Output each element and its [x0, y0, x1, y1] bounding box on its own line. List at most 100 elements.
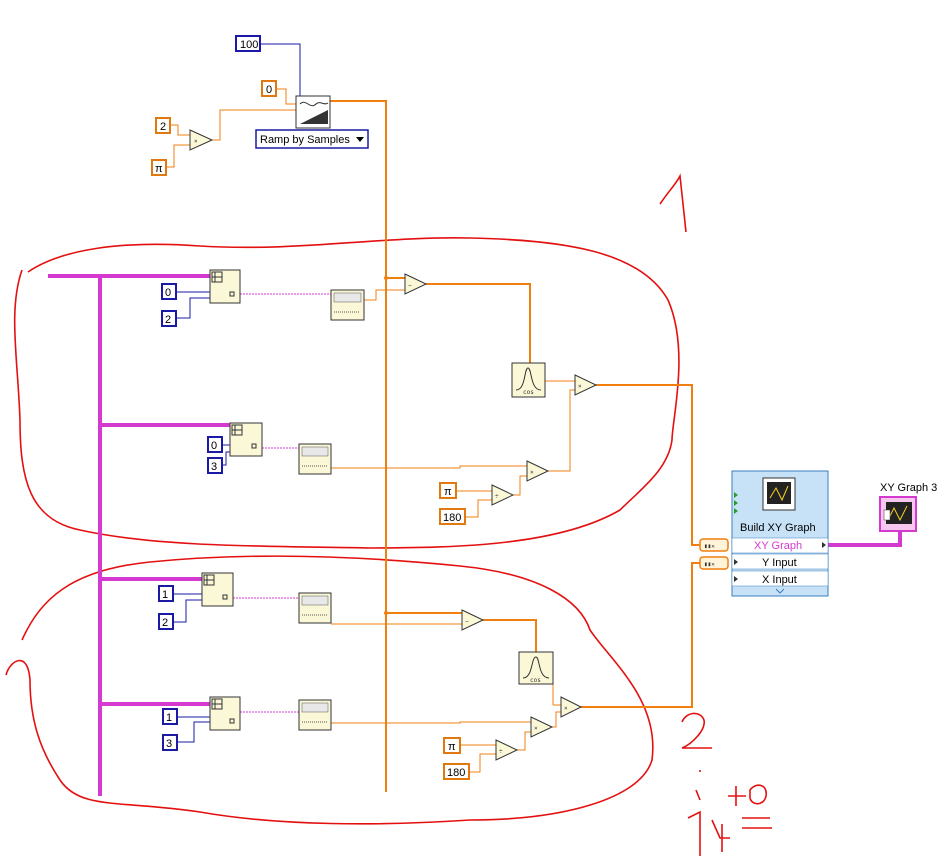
build-xy-graph-node[interactable]: Build XY Graph XY Graph Y Input X Input [731, 470, 829, 597]
indicator-label: XY Graph 3 [880, 482, 937, 494]
mult1-to-build [596, 384, 700, 546]
index-constant-2-row1[interactable]: 2 [161, 310, 177, 327]
pi-to-mult-top [166, 144, 190, 168]
expand-chevron-icon[interactable] [775, 588, 785, 594]
build-xy-row-yinput[interactable]: Y Input [762, 557, 797, 569]
multiply-node-2[interactable]: × [526, 460, 550, 482]
constant-100[interactable]: 100 [235, 35, 261, 52]
string-to-number-node-2[interactable] [298, 443, 332, 475]
svg-text:−: − [408, 282, 412, 289]
mult-top-to-ramp [212, 109, 296, 141]
svg-text:180: 180 [447, 767, 465, 779]
svg-text:cos: cos [523, 389, 534, 396]
bell-curve-icon [522, 656, 550, 679]
svg-text:Build XY Graph: Build XY Graph [740, 522, 816, 534]
bundle-terminal-1[interactable]: ▮▮✕ [699, 538, 729, 552]
constant-180-region1[interactable]: 180 [439, 508, 466, 525]
annotation-2-stroke [681, 712, 712, 749]
c180-2-to-div2 [469, 753, 496, 773]
bundle-terminal-2[interactable]: ▮▮✕ [699, 556, 729, 570]
index-constant-0-row2[interactable]: 0 [207, 436, 223, 453]
annotation-note-stroke [687, 770, 772, 856]
build-xy-row-xinput[interactable]: X Input [762, 574, 797, 586]
multiply-node-top[interactable]: × [189, 129, 214, 151]
constant-2-top[interactable]: 2 [155, 117, 171, 134]
index-constant-0-row1[interactable]: 0 [161, 283, 177, 300]
c0-to-ramp [276, 88, 296, 105]
junction-1 [384, 276, 388, 280]
xy-graph-indicator[interactable] [879, 496, 917, 532]
svg-text:π: π [155, 163, 163, 175]
svg-text:÷: ÷ [495, 493, 499, 500]
index-constant-3-row2[interactable]: 3 [207, 457, 223, 474]
ramp-output-wire [330, 100, 387, 792]
mult3-to-build [581, 562, 700, 708]
constant-pi-region2[interactable]: π [443, 737, 461, 754]
svg-text:▮▮✕: ▮▮✕ [704, 543, 715, 550]
region-2-outline [5, 555, 654, 825]
subtract-node-1[interactable]: − [404, 273, 428, 295]
svg-text:2: 2 [165, 314, 171, 326]
ramp-function-node[interactable] [295, 95, 331, 129]
svg-text:−: − [465, 618, 469, 625]
svg-text:π: π [444, 486, 452, 498]
multiply-node-3[interactable]: × [560, 696, 583, 718]
nf1-to-minus1 [364, 289, 405, 301]
r3b-wire [173, 599, 202, 623]
annotation-1-stroke [659, 173, 687, 233]
build-xy-row-xygraph[interactable]: XY Graph [754, 540, 802, 552]
index-constant-3-row4[interactable]: 3 [162, 734, 178, 751]
dropdown-arrow-icon[interactable] [356, 137, 364, 142]
svg-text:×: × [578, 383, 582, 390]
constant-0-top[interactable]: 0 [261, 80, 277, 97]
region-1-outline [13, 237, 680, 549]
ramp-mode-selector[interactable]: Ramp by Samples [255, 129, 369, 149]
div2-to-mult4 [517, 731, 531, 751]
svg-text:÷: ÷ [499, 748, 503, 755]
svg-text:0: 0 [165, 287, 171, 299]
index-array-node-3[interactable] [201, 572, 234, 607]
mult4-to-mult3 [552, 711, 561, 728]
index-constant-2-row3[interactable]: 2 [158, 613, 174, 630]
cos-node-2[interactable]: cos [518, 651, 554, 685]
c180-1-to-div1 [465, 499, 492, 518]
divide-node-1[interactable]: ÷ [491, 484, 515, 506]
ramp-icon [300, 110, 328, 124]
svg-text:3: 3 [211, 461, 217, 473]
string-to-number-node-4[interactable] [298, 699, 332, 731]
div1-to-mult2 [513, 475, 527, 496]
build-to-indicator [828, 531, 902, 547]
r4b-wire [177, 721, 210, 743]
multiply-node-4[interactable]: × [530, 716, 554, 738]
junction-2 [384, 611, 388, 615]
svg-text:2: 2 [162, 617, 168, 629]
cos-node-1[interactable]: cos [511, 362, 546, 398]
index-array-node-4[interactable] [209, 696, 241, 731]
index-array-node-1[interactable] [209, 269, 241, 304]
svg-text:Ramp by Samples: Ramp by Samples [260, 134, 350, 146]
string-to-number-node-3[interactable] [298, 592, 332, 624]
multiply-node-1[interactable]: × [574, 374, 598, 396]
svg-text:π: π [448, 741, 456, 753]
divide-node-2[interactable]: ÷ [495, 739, 519, 761]
index-constant-1-row4[interactable]: 1 [162, 708, 178, 725]
svg-text:×: × [530, 469, 534, 476]
subtract-node-2[interactable]: − [461, 609, 485, 631]
constant-pi-region1[interactable]: π [439, 482, 457, 499]
graph-icon [886, 502, 912, 524]
constant-pi-top[interactable]: π [151, 159, 167, 176]
nf4-to-mult4 [331, 721, 531, 724]
bell-curve-icon [515, 367, 542, 391]
string-to-number-node-1[interactable] [330, 289, 365, 321]
constant-180-region2[interactable]: 180 [443, 763, 470, 780]
index-constant-1-row3[interactable]: 1 [158, 585, 174, 602]
svg-text:1: 1 [162, 589, 168, 601]
svg-text:180: 180 [443, 512, 461, 524]
svg-text:3: 3 [166, 738, 172, 750]
svg-text:0: 0 [266, 84, 272, 96]
c2-to-mult-top [170, 124, 190, 136]
index-array-node-2[interactable] [229, 422, 263, 457]
svg-text:1: 1 [166, 712, 172, 724]
svg-text:▮▮✕: ▮▮✕ [704, 561, 715, 568]
